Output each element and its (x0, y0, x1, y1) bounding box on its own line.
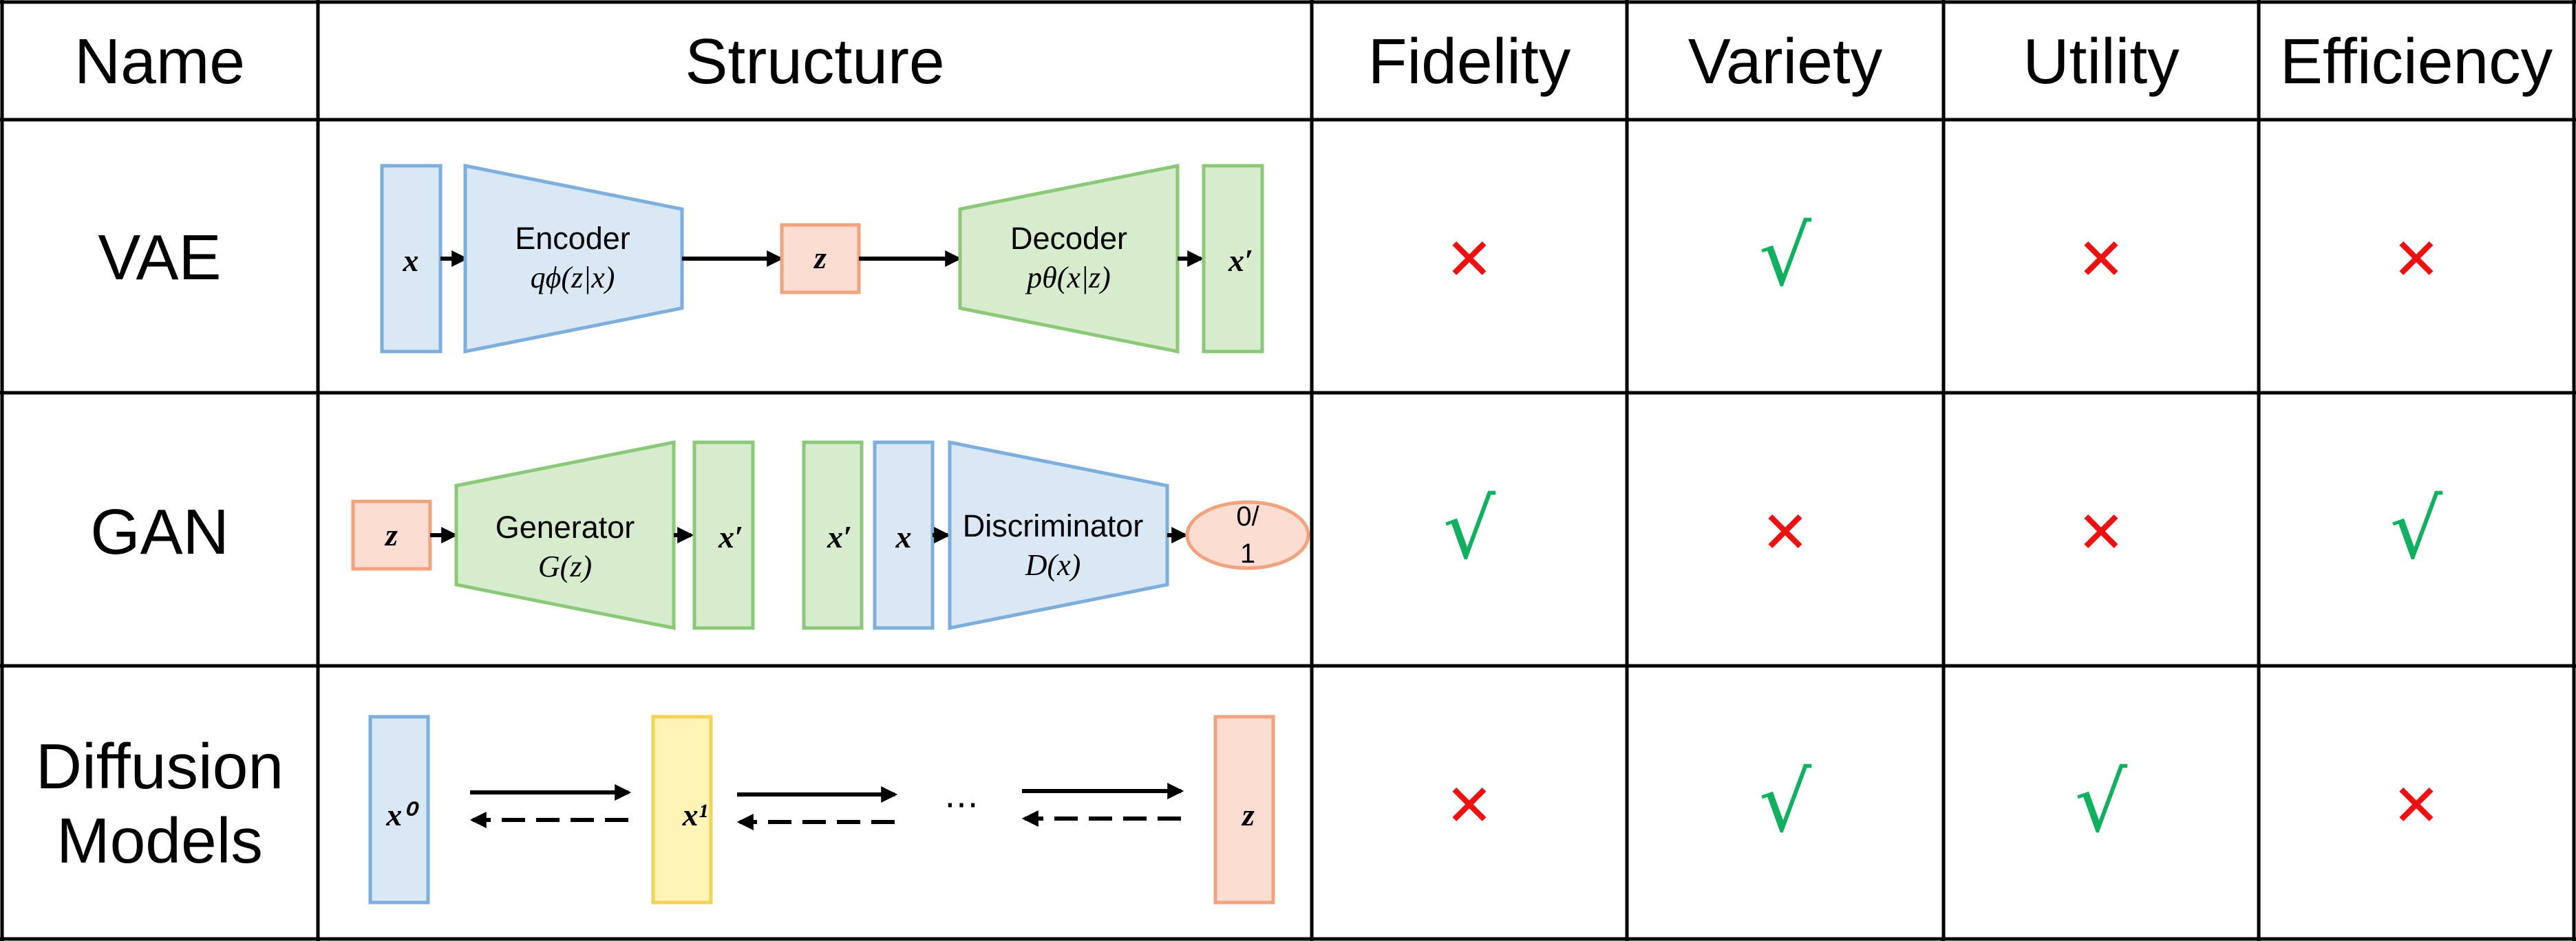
diffusion-z-var: z (1241, 797, 1255, 832)
gan-real-var: x (895, 519, 912, 554)
vae-encoder-formula: qϕ(z|x) (531, 261, 615, 294)
header-utility: Utility (2023, 25, 2180, 97)
header-fidelity: Fidelity (1368, 25, 1571, 97)
vae-variety-mark: √ (1759, 209, 1812, 305)
gan-output-line1: 0/ (1236, 501, 1259, 532)
vae-decoder-formula: pθ(x|z) (1025, 261, 1111, 294)
vae-encoder-block (463, 163, 684, 354)
diffusion-marks: ✕ √ √ ✕ (1445, 755, 2440, 851)
vae-marks: ✕ √ ✕ ✕ (1445, 209, 2440, 305)
gan-fake-var: x′ (718, 519, 743, 554)
vae-decoder-block (958, 163, 1180, 354)
diffusion-ellipsis: ⋯ (944, 785, 979, 823)
gan-utility-mark: ✕ (2077, 499, 2125, 566)
vae-fidelity-mark: ✕ (1445, 226, 1493, 293)
row-label-gan: GAN (90, 496, 229, 567)
diffusion-x0-var: x⁰ (385, 797, 419, 832)
gan-fake-block (692, 440, 755, 630)
gan-discriminator-formula: D(x) (1025, 548, 1081, 582)
vae-input-block (380, 164, 443, 354)
diffusion-fidelity-mark: ✕ (1445, 772, 1493, 839)
gan-discriminator-label: Discriminator (963, 508, 1144, 543)
gan-efficiency-mark: √ (2390, 482, 2443, 578)
vae-decoder-label: Decoder (1010, 221, 1127, 256)
diffusion-x1-var: x¹ (682, 797, 708, 832)
vae-output-var: x′ (1228, 243, 1253, 278)
gan-real-block (873, 440, 935, 630)
gan-diagram: z Generator G(z) x′ x′ x Discriminator D… (351, 440, 1310, 631)
gan-output-oval (1185, 500, 1310, 570)
vae-encoder-label: Encoder (515, 221, 630, 256)
gan-output-line2: 1 (1240, 539, 1255, 569)
vae-input-var: x (403, 243, 419, 278)
gan-fake-input-var: x′ (827, 519, 852, 554)
gan-discriminator-block (948, 440, 1169, 631)
vae-latent-var: z (813, 240, 827, 275)
header-name: Name (74, 25, 245, 97)
row-label-diffusion-line2: Models (56, 805, 263, 876)
diffusion-z-block (1213, 715, 1275, 905)
diffusion-x1-block (651, 715, 713, 905)
gan-fake-input-block (802, 440, 864, 630)
vae-diagram: x Encoder qϕ(z|x) z Decoder pθ(x|z) x′ (380, 163, 1264, 354)
diffusion-variety-mark: √ (1759, 755, 1812, 851)
header-structure: Structure (685, 25, 944, 97)
gan-variety-mark: ✕ (1761, 499, 1809, 566)
diffusion-x0-block (368, 715, 430, 905)
vae-utility-mark: ✕ (2077, 226, 2125, 293)
gan-fidelity-mark: √ (1443, 482, 1496, 578)
header-variety: Variety (1688, 25, 1883, 97)
vae-efficiency-mark: ✕ (2392, 226, 2440, 293)
diffusion-diagram: x⁰ x¹ ⋯ z (368, 715, 1275, 905)
gan-generator-label: Generator (496, 510, 635, 545)
gan-marks: √ ✕ ✕ √ (1443, 482, 2443, 578)
header-row: Name Structure Fidelity Variety Utility … (74, 25, 2553, 97)
gan-generator-block (454, 440, 676, 631)
gan-generator-formula: G(z) (538, 550, 592, 583)
row-label-vae: VAE (98, 221, 221, 293)
gan-noise-var: z (384, 517, 398, 552)
row-label-diffusion-line1: Diffusion (36, 731, 284, 802)
header-efficiency: Efficiency (2280, 25, 2553, 97)
diffusion-efficiency-mark: ✕ (2392, 772, 2440, 839)
diffusion-utility-mark: √ (2075, 755, 2128, 851)
vae-output-block (1202, 164, 1264, 354)
